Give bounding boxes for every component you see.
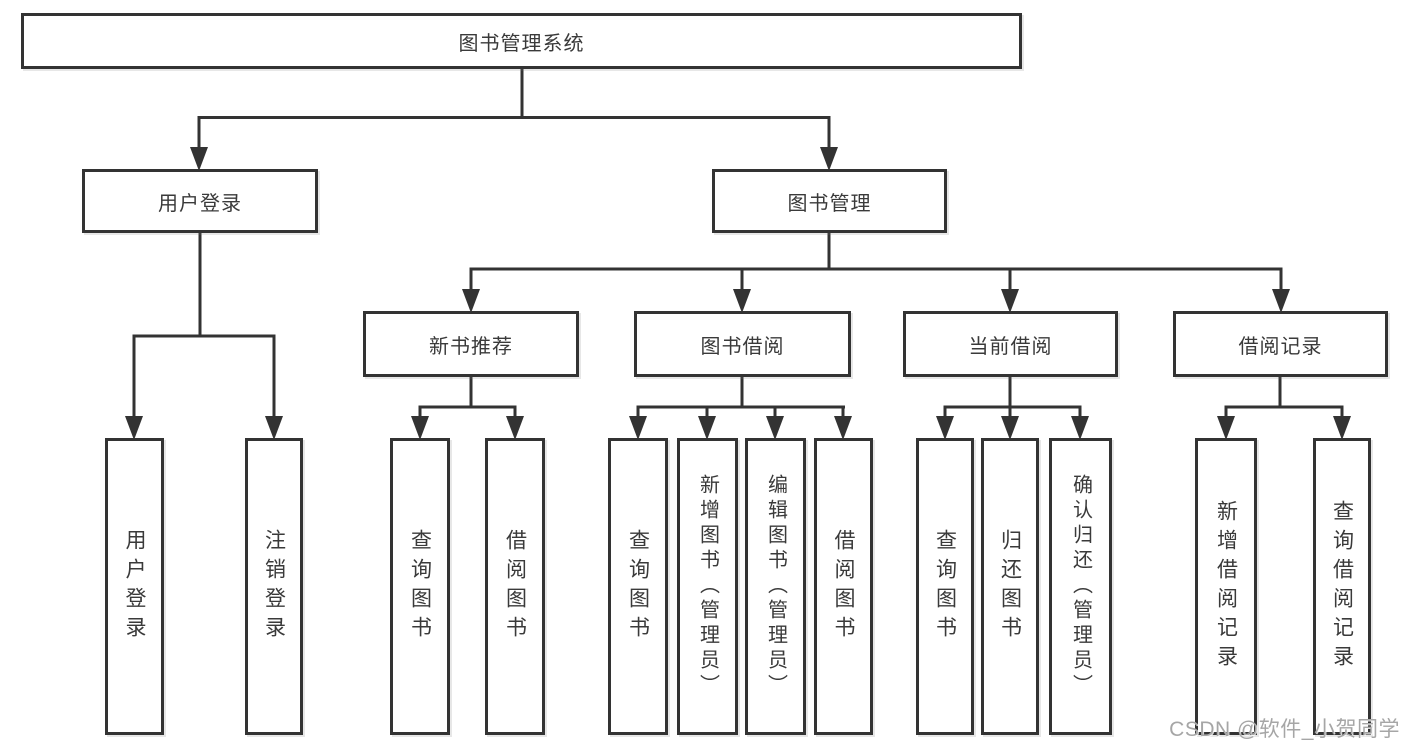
leaf-query-borrow-record: 查询借阅记录 bbox=[1313, 438, 1371, 735]
node-label: 确认归还（管理员） bbox=[1069, 474, 1092, 699]
leaf-add-book-admin: 新增图书（管理员） bbox=[677, 438, 738, 735]
node-book-management: 图书管理 bbox=[712, 169, 947, 233]
node-label: 图书管理系统 bbox=[458, 32, 585, 55]
node-label: 新书推荐 bbox=[429, 335, 513, 358]
leaf-query-books-2: 查询图书 bbox=[608, 438, 668, 735]
node-library-management-system: 图书管理系统 bbox=[21, 13, 1022, 69]
node-label: 查询借阅记录 bbox=[1330, 499, 1354, 674]
leaf-return-books: 归还图书 bbox=[981, 438, 1039, 735]
node-label: 编辑图书（管理员） bbox=[764, 474, 787, 699]
node-new-book-recommendation: 新书推荐 bbox=[363, 311, 579, 377]
leaf-user-login: 用户登录 bbox=[105, 438, 164, 735]
leaf-query-books-3: 查询图书 bbox=[916, 438, 974, 735]
csdn-watermark: CSDN @软件_小贺同学 bbox=[1169, 718, 1400, 741]
leaf-add-borrow-record: 新增借阅记录 bbox=[1195, 438, 1257, 735]
node-label: 当前借阅 bbox=[968, 335, 1053, 358]
node-label: 新增图书（管理员） bbox=[696, 474, 719, 699]
node-label: 注销登录 bbox=[262, 528, 286, 645]
leaf-confirm-return-admin: 确认归还（管理员） bbox=[1049, 438, 1112, 735]
node-label: 用户登录 bbox=[123, 528, 146, 645]
node-label: 用户登录 bbox=[158, 192, 242, 215]
arrowhead-icons bbox=[125, 147, 1351, 440]
node-borrowing-records: 借阅记录 bbox=[1173, 311, 1388, 377]
leaf-borrow-books-2: 借阅图书 bbox=[814, 438, 873, 735]
leaf-logout: 注销登录 bbox=[245, 438, 303, 735]
node-book-borrowing: 图书借阅 bbox=[634, 311, 851, 377]
node-label: 新增借阅记录 bbox=[1214, 499, 1238, 674]
node-label: 图书借阅 bbox=[700, 335, 785, 358]
node-label: 图书管理 bbox=[787, 192, 872, 215]
node-label: 查询图书 bbox=[626, 528, 650, 645]
node-label: 借阅图书 bbox=[503, 528, 527, 645]
node-label: 借阅图书 bbox=[832, 528, 855, 645]
leaf-query-books-1: 查询图书 bbox=[390, 438, 450, 735]
node-current-borrowing: 当前借阅 bbox=[903, 311, 1118, 377]
node-label: 归还图书 bbox=[998, 528, 1022, 645]
leaf-edit-book-admin: 编辑图书（管理员） bbox=[745, 438, 806, 735]
node-label: 查询图书 bbox=[933, 528, 957, 645]
node-label: 借阅记录 bbox=[1238, 335, 1323, 358]
leaf-borrow-books-1: 借阅图书 bbox=[485, 438, 545, 735]
node-user-login: 用户登录 bbox=[82, 169, 318, 233]
node-label: 查询图书 bbox=[408, 528, 432, 645]
